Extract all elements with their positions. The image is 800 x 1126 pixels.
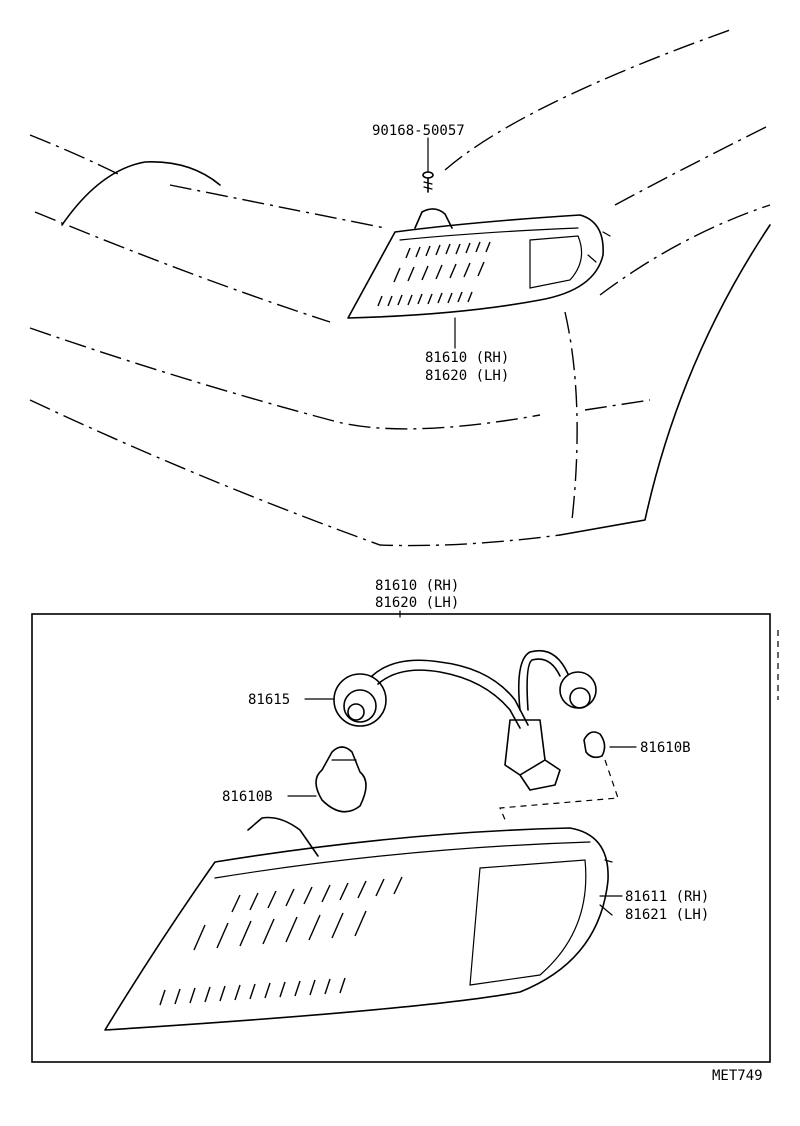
upper-clearance-lamp [347,208,611,349]
exploded-view-frame [31,613,771,1063]
vehicle-body-outline [29,29,771,547]
lens-rh-label: 81611 (RH) [625,889,709,905]
assembly-lh-label: 81620 (LH) [375,595,459,611]
small-bulb-icon [499,731,619,823]
lens-lh-label: 81621 (LH) [625,907,709,923]
bulb-icon [315,746,367,813]
screw-part-number: 90168-50057 [372,123,465,139]
bulb-left-label: 81610B [222,789,273,805]
upper-lamp-rh-label: 81610 (RH) [425,350,509,366]
upper-lamp-lh-label: 81620 (LH) [425,368,509,384]
socket-harness-icon [333,649,597,791]
socket-label: 81615 [248,692,290,708]
bulb-right-label: 81610B [640,740,691,756]
assembly-rh-label: 81610 (RH) [375,578,459,594]
diagram-code: MET749 [712,1068,763,1084]
screw-icon [422,137,434,193]
lamp-lens-icon [104,816,613,1031]
